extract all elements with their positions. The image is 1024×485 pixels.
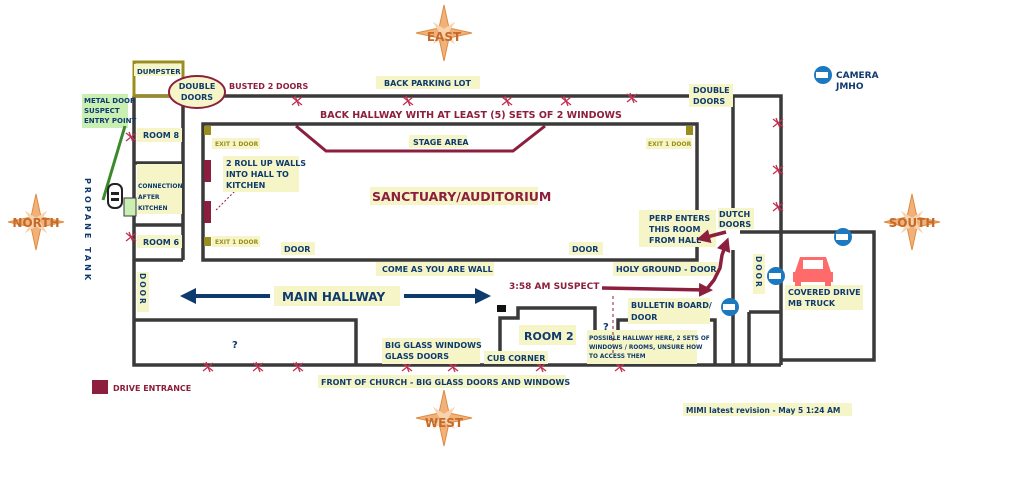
compass-west: WEST: [415, 389, 473, 447]
suspect-path: [601, 229, 731, 356]
double-doors-right-label: DOUBLE: [693, 86, 730, 95]
cub-corner-label: CUB CORNER: [487, 354, 545, 363]
dumpster-label: DUMPSTER: [137, 68, 181, 76]
busted-doors-circle: [168, 75, 226, 109]
roll-up-wall-marker: [204, 201, 211, 223]
possible-hallway-label-2: WINDOWS / ROOMS, UNSURE HOW: [589, 345, 703, 351]
roll-up-label-3: KITCHEN: [226, 181, 265, 190]
connection-label-3: KITCHEN: [138, 205, 168, 212]
camera-legend-label-2: JMHO: [835, 82, 864, 92]
dutch-doors-label: DUTCH: [719, 210, 750, 219]
metal-door-pointer: [101, 125, 127, 201]
bulletin-board-label-2: DOOR: [631, 313, 657, 322]
roll-up-label: 2 ROLL UP WALLS: [226, 159, 306, 168]
compass-north-label: NORTH: [12, 216, 59, 230]
door-bottom-right-label: DOOR: [572, 245, 598, 254]
question-left-label: ?: [232, 340, 238, 351]
metal-door-highlight: [82, 94, 128, 128]
compass-east: EAST: [415, 4, 473, 62]
compass-south-label: SOUTH: [889, 216, 936, 230]
roll-up-label-2: INTO HALL TO: [226, 170, 289, 179]
camera-legend-label: CAMERA: [836, 71, 879, 81]
roll-up-wall-marker: [204, 160, 211, 182]
room2-label: ROOM 2: [524, 330, 574, 343]
exit-bottom-left-label: EXIT 1 DOOR: [215, 239, 259, 246]
door-bottom-left-label: DOOR: [284, 245, 310, 254]
cub-corner-marker: [497, 305, 506, 312]
holy-ground-label: HOLY GROUND - DOOR: [616, 265, 717, 274]
revision-label: MIMI latest revision - May 5 1:24 AM: [686, 406, 840, 415]
compass-east-label: EAST: [427, 30, 462, 44]
drive-entrance-swatch: [92, 380, 108, 394]
roll-up-dashed-line: [215, 189, 237, 211]
metal-door-label: METAL DOOR: [84, 97, 136, 105]
compass-west-label: WEST: [425, 416, 464, 430]
door-vertical-right-label: DOOR: [754, 256, 763, 289]
suspect-time-label: 3:58 AM SUSPECT: [509, 282, 600, 292]
bulletin-board-label: BULLETIN BOARD/: [631, 301, 712, 310]
covered-drive-label: COVERED DRIVE: [788, 288, 861, 297]
camera-icon: [814, 66, 832, 84]
room6-label: ROOM 6: [143, 238, 180, 247]
exit-top-left-label: EXIT 1 DOOR: [215, 141, 259, 148]
stage-area-outline: [295, 124, 546, 153]
covered-drive-label-2: MB TRUCK: [788, 299, 836, 308]
big-glass-label-2: GLASS DOORS: [385, 352, 449, 361]
label-backgrounds: [134, 64, 863, 416]
busted-doors-label: BUSTED 2 DOORS: [229, 82, 308, 91]
exit-top-right-label: EXIT 1 DOOR: [648, 141, 692, 148]
double-doors-right-label-2: DOORS: [693, 97, 725, 106]
come-as-you-are-label: COME AS YOU ARE WALL: [382, 265, 493, 274]
front-of-church-label: FRONT OF CHURCH - BIG GLASS DOORS AND WI…: [321, 378, 570, 387]
question-right-label: ?: [603, 322, 609, 333]
room8-label: ROOM 8: [143, 131, 180, 140]
stage-area-label: STAGE AREA: [413, 138, 469, 147]
perp-enters-label-3: FROM HALL: [649, 236, 701, 245]
perp-enters-label-2: THIS ROOM: [649, 225, 700, 234]
connection-label: CONNECTION: [138, 183, 183, 190]
back-hallway-label: BACK HALLWAY WITH AT LEAST (5) SETS OF 2…: [320, 110, 622, 121]
dutch-doors-label-2: DOORS: [719, 220, 751, 229]
big-glass-label: BIG GLASS WINDOWS: [385, 341, 482, 350]
camera-icon: [834, 228, 852, 246]
door-vertical-left-label: DOOR: [138, 273, 147, 306]
metal-door-label-2: SUSPECT: [84, 107, 120, 115]
possible-hallway-label-3: TO ACCESS THEM: [589, 354, 646, 360]
truck-icon: [793, 257, 833, 286]
exit-marker: [204, 126, 211, 135]
metal-door-label-3: ENTRY POINT: [84, 117, 136, 125]
compass-south: SOUTH: [883, 193, 941, 251]
double-doors-top-label-2: DOORS: [181, 93, 213, 102]
propane-tank-icon: [107, 183, 123, 209]
camera-icon: [767, 267, 785, 285]
propane-tank-label: PROPANE TANK: [83, 178, 92, 283]
camera-icon: [721, 298, 739, 316]
sanctuary-label: SANCTUARY/AUDITORIUM: [372, 189, 551, 204]
possible-hallway-label: POSSIBLE HALLWAY HERE, 2 SETS OF: [589, 336, 710, 342]
metal-door-marker: [123, 197, 137, 217]
exit-marker: [204, 237, 211, 246]
exit-marker: [686, 126, 693, 135]
back-parking-lot-label: BACK PARKING LOT: [384, 79, 471, 88]
compass-north: NORTH: [7, 193, 65, 251]
connection-label-2: AFTER: [138, 194, 160, 201]
perp-enters-label: PERP ENTERS: [649, 214, 710, 223]
double-doors-top-label: DOUBLE: [179, 82, 216, 91]
walls: [132, 60, 876, 367]
drive-entrance-label: DRIVE ENTRANCE: [113, 384, 191, 393]
main-hallway-label: MAIN HALLWAY: [282, 290, 385, 304]
